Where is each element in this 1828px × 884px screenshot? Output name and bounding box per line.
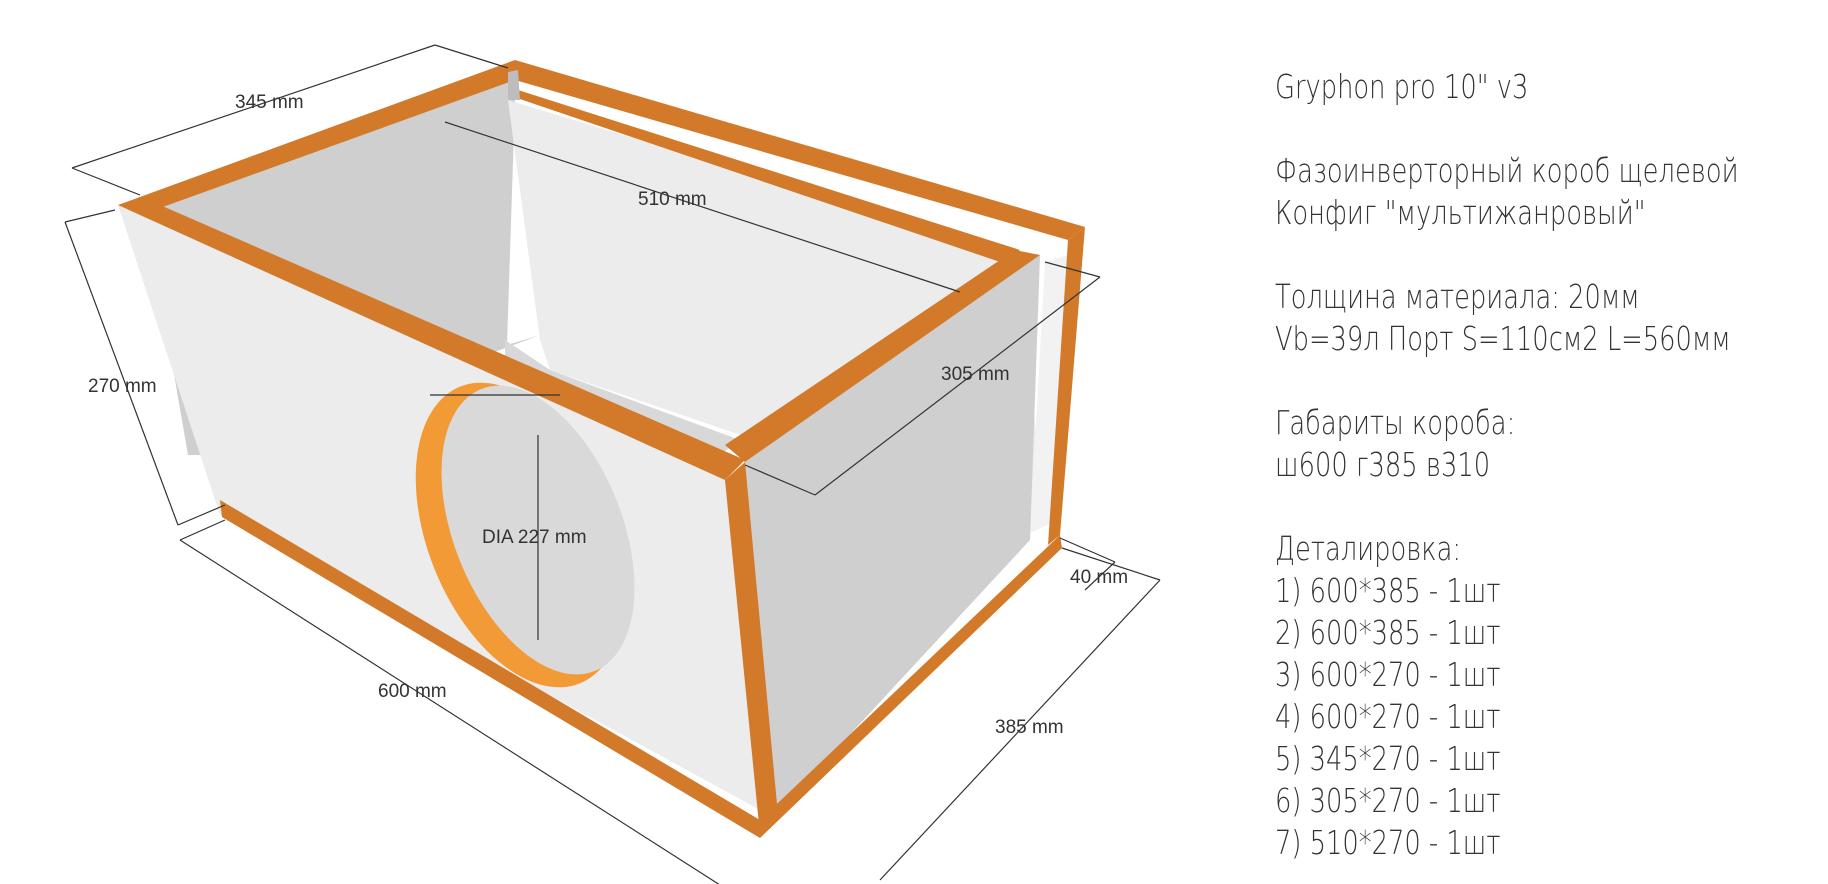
part-item: 5) 345*270 - 1шт (1275, 739, 1501, 778)
dim-label-600: 600 mm (378, 681, 447, 702)
back-wall-top-edge (515, 60, 1085, 240)
dim-label-305: 305 mm (941, 364, 1010, 385)
dim-label-dia-227: DIA 227 mm (482, 527, 587, 548)
notes-thickness: Толщина материала: 20мм (1275, 277, 1640, 316)
inner-right-wall (745, 255, 1040, 810)
part-item: 4) 600*270 - 1шт (1275, 697, 1501, 736)
dimension-lines (64, 44, 1161, 884)
notes-volume-port: Vb=39л Порт S=110см2 L=560мм (1275, 319, 1731, 358)
dim-label-345: 345 mm (235, 92, 304, 113)
spec-notes: Gryphon pro 10" v3 Фазоинверторный короб… (1275, 66, 1739, 864)
dim-label-270: 270 mm (88, 376, 157, 397)
bottom-right-edge (760, 535, 1062, 838)
dim-label-385: 385 mm (995, 717, 1064, 738)
part-item: 1) 600*385 - 1шт (1275, 571, 1501, 610)
notes-dimensions-heading: Габариты короба: (1275, 403, 1516, 442)
part-item: 3) 600*270 - 1шт (1275, 655, 1501, 694)
notes-config: Конфиг "мультижанровый" (1275, 193, 1646, 232)
left-wall-top-edge (118, 60, 515, 208)
right-wall-top-edge (725, 250, 1040, 462)
slot-panel (1030, 255, 1068, 533)
part-item: 6) 305*270 - 1шт (1275, 781, 1501, 820)
front-right-edge (725, 462, 778, 835)
speaker-cutout (415, 382, 635, 688)
divider-top-edge (508, 90, 1020, 263)
left-wall-corner (508, 70, 520, 100)
part-item: 7) 510*270 - 1шт (1275, 823, 1501, 862)
notes-dimensions: ш600 г385 в310 (1275, 445, 1491, 484)
part-item: 2) 600*385 - 1шт (1275, 613, 1501, 652)
front-top-edge (118, 205, 745, 480)
back-right-edge (1048, 227, 1085, 545)
notes-type: Фазоинверторный короб щелевой (1275, 151, 1739, 190)
dim-label-40: 40 mm (1070, 567, 1128, 588)
bottom-front-edge (220, 500, 760, 838)
notes-title: Gryphon pro 10" v3 (1275, 67, 1529, 106)
dim-label-510: 510 mm (638, 189, 707, 210)
notes-parts-heading: Деталировка: (1275, 529, 1462, 568)
inner-floor (505, 340, 740, 455)
